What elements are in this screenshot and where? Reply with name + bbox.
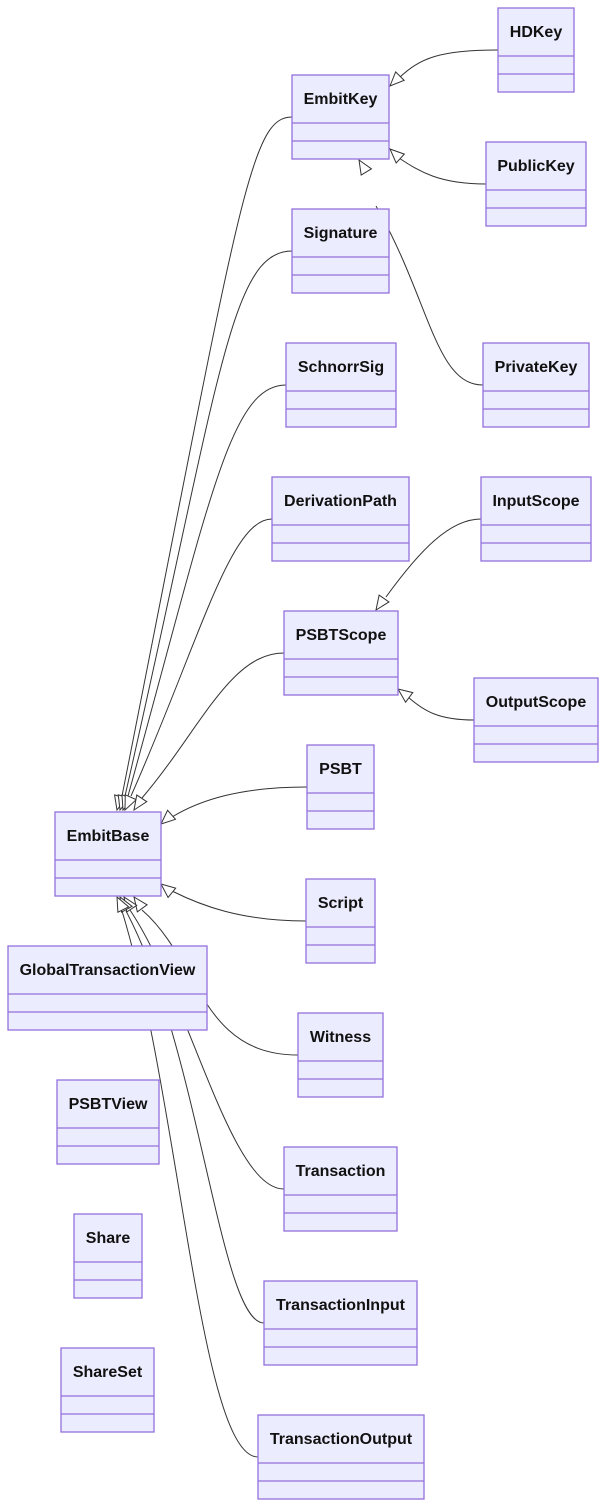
class-box-psbt[interactable]: PSBT	[306, 744, 375, 830]
class-name-label: Signature	[304, 225, 378, 242]
class-box-embit-key[interactable]: EmbitKey	[291, 74, 390, 160]
inheritance-edge-hdkey	[398, 49, 499, 79]
class-name-label: DerivationPath	[284, 493, 397, 510]
class-name-label: EmbitKey	[304, 91, 378, 108]
inheritance-arrowhead-script	[160, 883, 177, 899]
class-box-public-key[interactable]: PublicKey	[485, 141, 587, 227]
inheritance-edge-output-scope	[407, 696, 475, 721]
class-box-frame	[285, 342, 397, 428]
class-box-hdkey[interactable]: HDKey	[497, 7, 575, 93]
class-name-label: HDKey	[510, 24, 563, 41]
class-name-label: ShareSet	[73, 1364, 143, 1381]
class-box-psbtview[interactable]: PSBTView	[56, 1079, 160, 1165]
inheritance-edge-schnorr-sig	[127, 384, 287, 797]
class-box-witness[interactable]: Witness	[297, 1012, 384, 1098]
class-box-output-scope[interactable]: OutputScope	[473, 677, 599, 763]
class-box-schnorr-sig[interactable]: SchnorrSig	[285, 342, 397, 428]
class-box-frame	[482, 342, 590, 428]
inheritance-arrowhead-psbtscope	[133, 794, 148, 812]
class-box-frame	[263, 1280, 418, 1366]
class-box-signature[interactable]: Signature	[291, 208, 390, 294]
class-box-frame	[283, 1146, 398, 1232]
inheritance-edge-private-key	[375, 205, 484, 386]
class-name-label: PrivateKey	[495, 359, 578, 376]
class-name-label: PublicKey	[497, 158, 574, 175]
class-name-label: Witness	[310, 1029, 371, 1046]
class-box-derivation-path[interactable]: DerivationPath	[271, 476, 410, 562]
class-box-share[interactable]: Share	[73, 1213, 143, 1299]
inheritance-edge-embit-key	[121, 116, 293, 797]
class-box-frame	[56, 1079, 160, 1165]
class-name-label: OutputScope	[486, 694, 587, 711]
class-box-frame	[305, 878, 376, 964]
inheritance-edge-public-key	[398, 157, 487, 185]
inheritance-arrowhead-derivation-path	[124, 794, 138, 812]
class-name-label: SchnorrSig	[298, 359, 384, 376]
class-box-frame	[291, 74, 390, 160]
class-box-transaction[interactable]: Transaction	[283, 1146, 398, 1232]
class-name-label: TransactionInput	[276, 1297, 406, 1314]
class-box-embit-base[interactable]: EmbitBase	[54, 811, 162, 897]
class-name-label: TransactionOutput	[270, 1431, 413, 1448]
inheritance-arrowhead-private-key	[358, 158, 373, 176]
inheritance-edge-script	[171, 890, 307, 922]
inheritance-edge-psbt	[171, 786, 308, 818]
class-name-label: Transaction	[296, 1163, 386, 1180]
class-box-frame	[54, 811, 162, 897]
class-box-input-scope[interactable]: InputScope	[480, 476, 592, 562]
inheritance-arrowhead-transaction-output	[116, 895, 130, 913]
class-box-frame	[257, 1414, 425, 1500]
inheritance-edge-input-scope	[385, 518, 482, 598]
class-boxes: HDKeyEmbitKeyPublicKeySignatureSchnorrSi…	[7, 7, 599, 1500]
class-box-transaction-input[interactable]: TransactionInput	[263, 1280, 418, 1366]
inheritance-arrowhead-hdkey	[389, 70, 406, 87]
inheritance-arrowhead-psbt	[160, 809, 177, 825]
class-box-frame	[271, 476, 410, 562]
class-name-label: InputScope	[492, 493, 579, 510]
inheritance-arrowhead-input-scope	[375, 594, 390, 612]
class-box-frame	[283, 610, 399, 696]
class-box-frame	[297, 1012, 384, 1098]
class-box-frame	[60, 1347, 155, 1433]
class-box-frame	[73, 1213, 143, 1299]
class-box-frame	[7, 945, 208, 1031]
class-box-frame	[485, 141, 587, 227]
class-name-label: EmbitBase	[67, 828, 150, 845]
class-box-frame	[473, 677, 599, 763]
class-box-frame	[480, 476, 592, 562]
inheritance-edge-signature	[124, 250, 293, 797]
class-name-label: Script	[318, 895, 364, 912]
inheritance-edge-psbtscope	[141, 652, 285, 799]
class-box-share-set[interactable]: ShareSet	[60, 1347, 155, 1433]
class-box-script[interactable]: Script	[305, 878, 376, 964]
class-box-transaction-output[interactable]: TransactionOutput	[257, 1414, 425, 1500]
inheritance-arrowhead-public-key	[389, 148, 406, 164]
class-box-frame	[306, 744, 375, 830]
inheritance-arrowhead-output-scope	[396, 688, 414, 704]
class-box-private-key[interactable]: PrivateKey	[482, 342, 590, 428]
inheritance-edge-derivation-path	[130, 518, 273, 797]
class-name-label: PSBTScope	[296, 627, 387, 644]
inheritance-edges	[113, 49, 499, 1458]
class-name-label: PSBT	[319, 761, 362, 778]
class-name-label: Share	[86, 1230, 131, 1247]
class-box-psbtscope[interactable]: PSBTScope	[283, 610, 399, 696]
class-box-frame	[291, 208, 390, 294]
class-box-global-transaction-view[interactable]: GlobalTransactionView	[7, 945, 208, 1031]
class-box-frame	[497, 7, 575, 93]
class-name-label: GlobalTransactionView	[20, 962, 196, 979]
class-name-label: PSBTView	[69, 1096, 148, 1113]
